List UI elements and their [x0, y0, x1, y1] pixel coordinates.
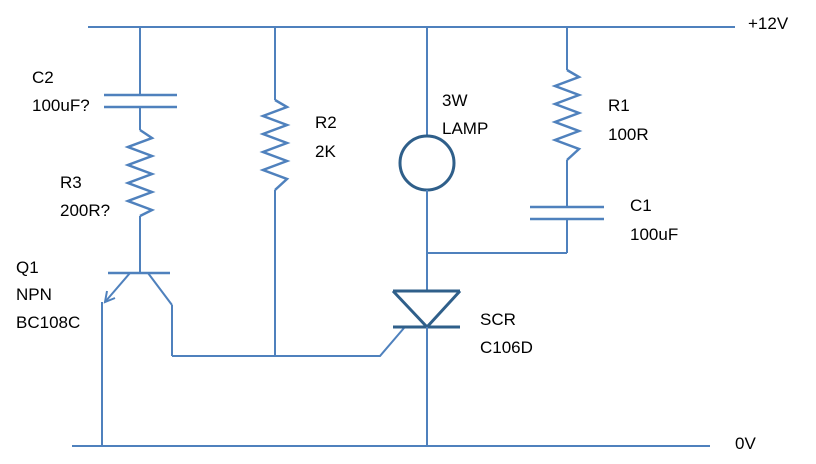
ground-rail-label: 0V [735, 434, 756, 453]
scr-part-label: C106D [480, 338, 533, 357]
lamp-type-label: LAMP [442, 119, 488, 138]
scr-symbol [391, 289, 462, 446]
c2-ref-label: C2 [32, 68, 54, 87]
q1-collector-lead [147, 272, 173, 306]
r2-branch [259, 27, 291, 356]
r2-resistor [259, 98, 291, 191]
r1-resistor [551, 68, 583, 161]
q1-transistor [101, 271, 173, 446]
lamp-symbol [398, 134, 456, 192]
scr-triangle-right [425, 289, 462, 329]
c1-value-label: 100uF [630, 225, 678, 244]
c2-value-label: 100uF? [32, 96, 90, 115]
q1-emitter-arrow [103, 290, 116, 304]
r1-ref-label: R1 [608, 96, 630, 115]
r3-value-label: 200R? [60, 201, 110, 220]
r3-ref-label: R3 [60, 173, 82, 192]
scr-gate-wire [172, 327, 405, 357]
c2-r3-branch [104, 27, 177, 273]
q1-type-label: NPN [16, 285, 52, 304]
r1-value-label: 100R [608, 125, 649, 144]
q1-part-label: BC108C [16, 313, 80, 332]
lamp-power-label: 3W [442, 91, 468, 110]
r1-c1-branch [427, 27, 604, 254]
c1-ref-label: C1 [630, 196, 652, 215]
r2-ref-label: R2 [315, 113, 337, 132]
q1-ref-label: Q1 [16, 258, 39, 277]
scr-triangle-left [391, 289, 429, 329]
q1-emitter-lead [104, 272, 131, 303]
r3-resistor [124, 128, 156, 218]
scr-type-label: SCR [480, 310, 516, 329]
r2-value-label: 2K [315, 142, 336, 161]
positive-rail-label: +12V [748, 14, 789, 33]
lamp-branch [398, 27, 456, 290]
